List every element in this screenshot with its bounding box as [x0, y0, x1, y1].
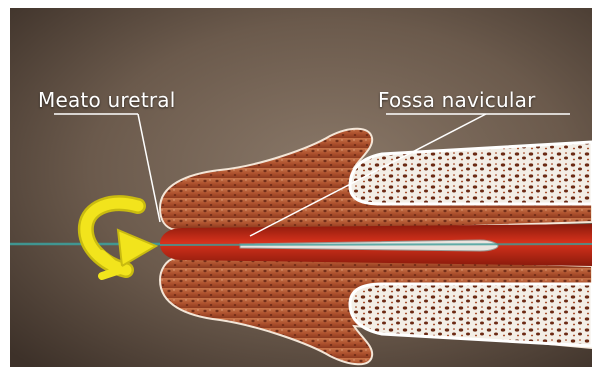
- guide-wire-inside: [160, 244, 592, 245]
- illustration-canvas: [10, 8, 592, 367]
- label-meato-uretral: Meato uretral: [38, 88, 176, 112]
- anatomical-illustration: [10, 8, 592, 367]
- label-fossa-navicular: Fossa navicular: [378, 88, 536, 112]
